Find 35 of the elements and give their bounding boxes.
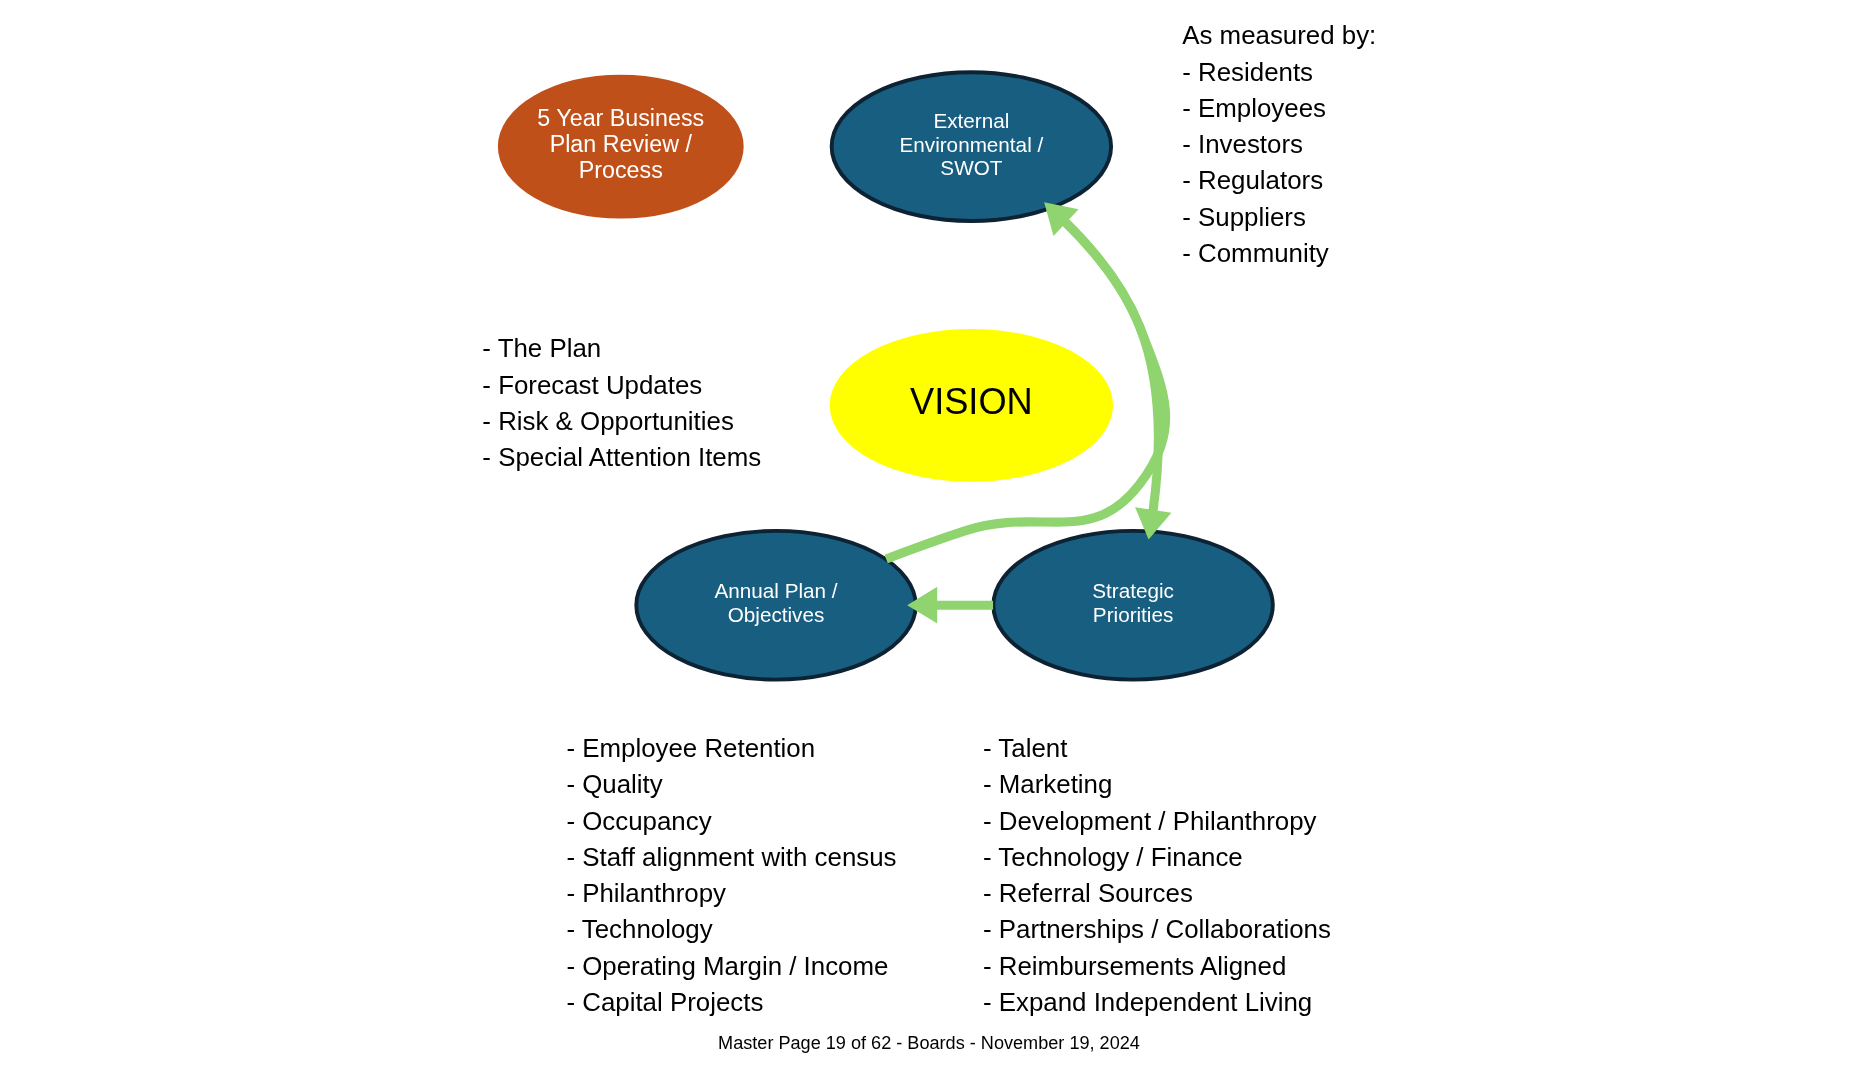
caption: Master Page 19 of 62 - Boards - November 19, 2024 bbox=[718, 1032, 1140, 1053]
node-label: - Development / Philanthropy bbox=[983, 806, 1317, 835]
node-label: As measured by: bbox=[1182, 21, 1377, 50]
node-ellipse: External Environmental / SWOT bbox=[829, 70, 1114, 223]
node-label: - Employee Retention bbox=[566, 734, 816, 763]
node-ellipse: VISION bbox=[829, 329, 1114, 482]
node-ellipse: 5 Year Business Plan Review / Process bbox=[497, 74, 744, 219]
node-label: - Expand Independent Living bbox=[983, 987, 1313, 1016]
node-label: - Staff alignment with census bbox=[566, 842, 897, 871]
node-label: - Reimbursements Aligned bbox=[983, 951, 1287, 980]
node-label: - Talent bbox=[983, 734, 1068, 763]
node-label: - Residents bbox=[1182, 57, 1314, 86]
node-label: - Technology / Finance bbox=[983, 842, 1243, 871]
node-label: - Philanthropy bbox=[566, 879, 726, 908]
node-label: - Regulators bbox=[1182, 166, 1324, 195]
node-label: - Community bbox=[1182, 238, 1329, 267]
arrow bbox=[884, 202, 1171, 564]
node-ellipse: Strategic Priorities bbox=[991, 528, 1275, 682]
arrow bbox=[907, 586, 994, 624]
node-label: - Investors bbox=[1182, 130, 1303, 159]
node-label: - Forecast Updates bbox=[482, 370, 703, 399]
node-label: - Special Attention Items bbox=[482, 443, 762, 472]
node-label: - The Plan bbox=[482, 334, 602, 363]
node-ellipse: Annual Plan / Objectives bbox=[634, 528, 918, 682]
node-label: - Quality bbox=[566, 770, 663, 799]
node-label: - Suppliers bbox=[1182, 202, 1306, 231]
node-label: - Referral Sources bbox=[983, 879, 1193, 908]
node-label: - Risk & Opportunities bbox=[482, 406, 734, 435]
node-label: - Partnerships / Collaborations bbox=[983, 915, 1331, 944]
node-label: - Operating Margin / Income bbox=[566, 951, 889, 980]
node-label: - Occupancy bbox=[566, 806, 712, 835]
node-label: - Capital Projects bbox=[566, 987, 764, 1016]
node-label: - Technology bbox=[566, 915, 713, 944]
node-label: - Marketing bbox=[983, 770, 1113, 799]
node-label: - Employees bbox=[1182, 93, 1326, 122]
